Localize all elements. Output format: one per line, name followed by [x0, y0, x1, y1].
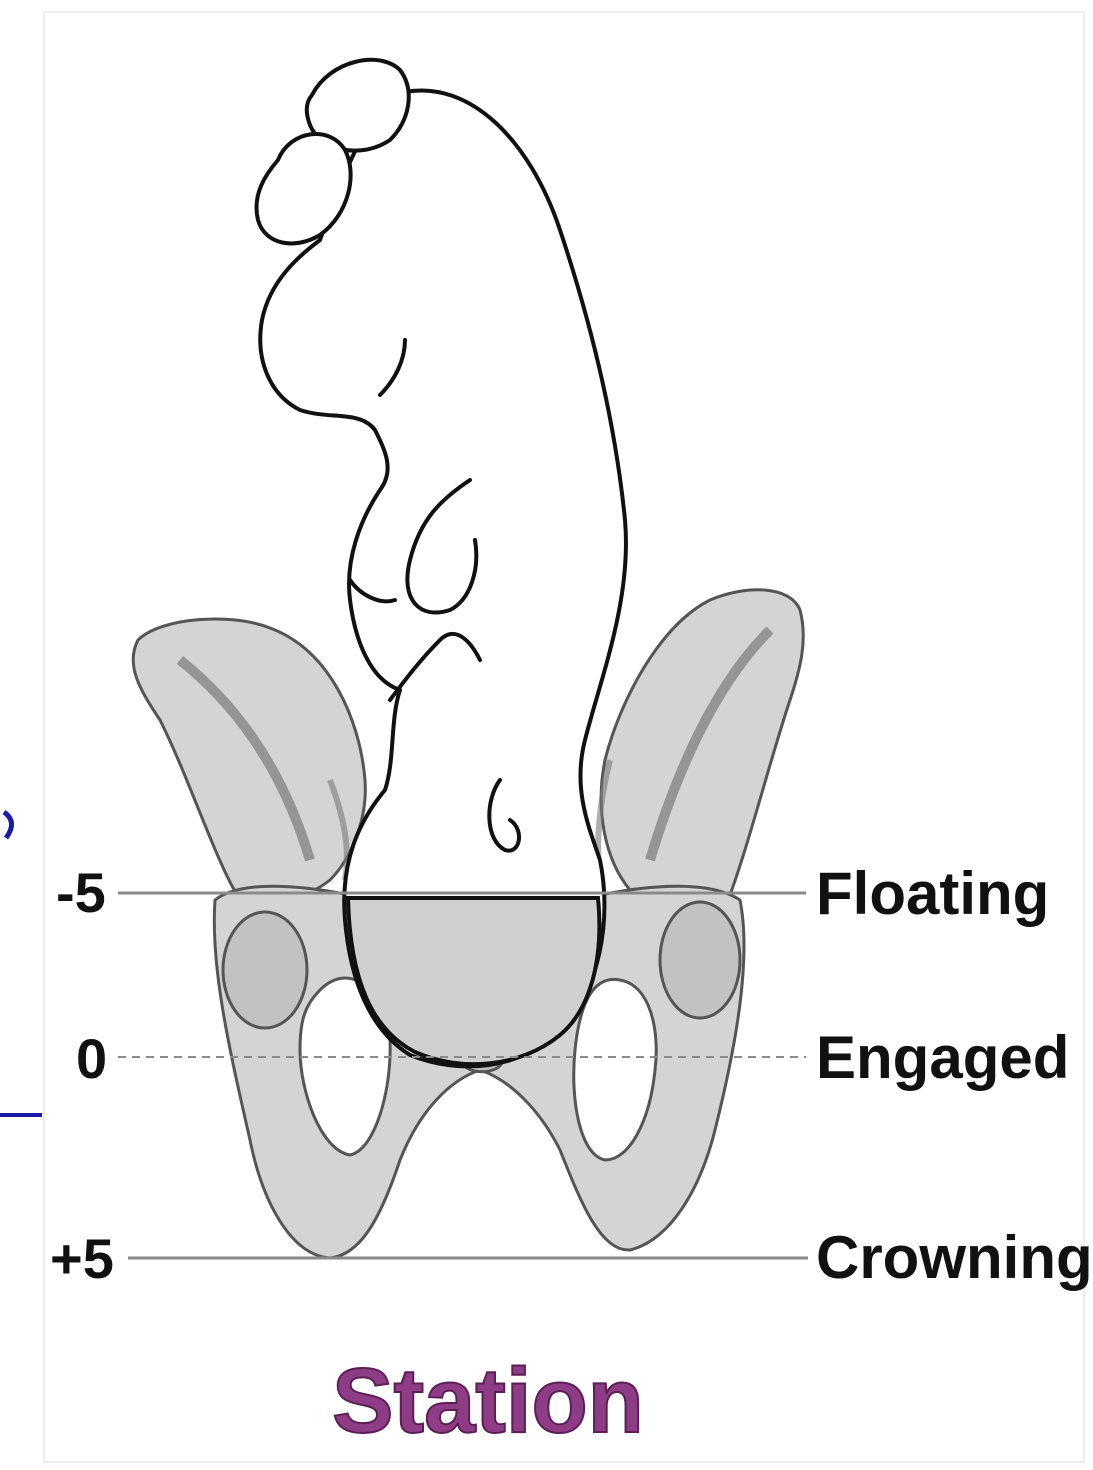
station-name-engaged: Engaged — [816, 1024, 1069, 1091]
slide-accent-arc — [4, 812, 12, 838]
left-acetabulum — [223, 912, 307, 1028]
station-name-crowning: Crowning — [816, 1224, 1093, 1291]
right-acetabulum — [660, 902, 740, 1018]
station-value-plus5: +5 — [50, 1227, 114, 1290]
station-value-minus5: -5 — [56, 861, 106, 924]
station-value-zero: 0 — [76, 1027, 107, 1090]
diagram-caption: Station — [332, 1350, 644, 1452]
station-name-floating: Floating — [816, 860, 1049, 927]
